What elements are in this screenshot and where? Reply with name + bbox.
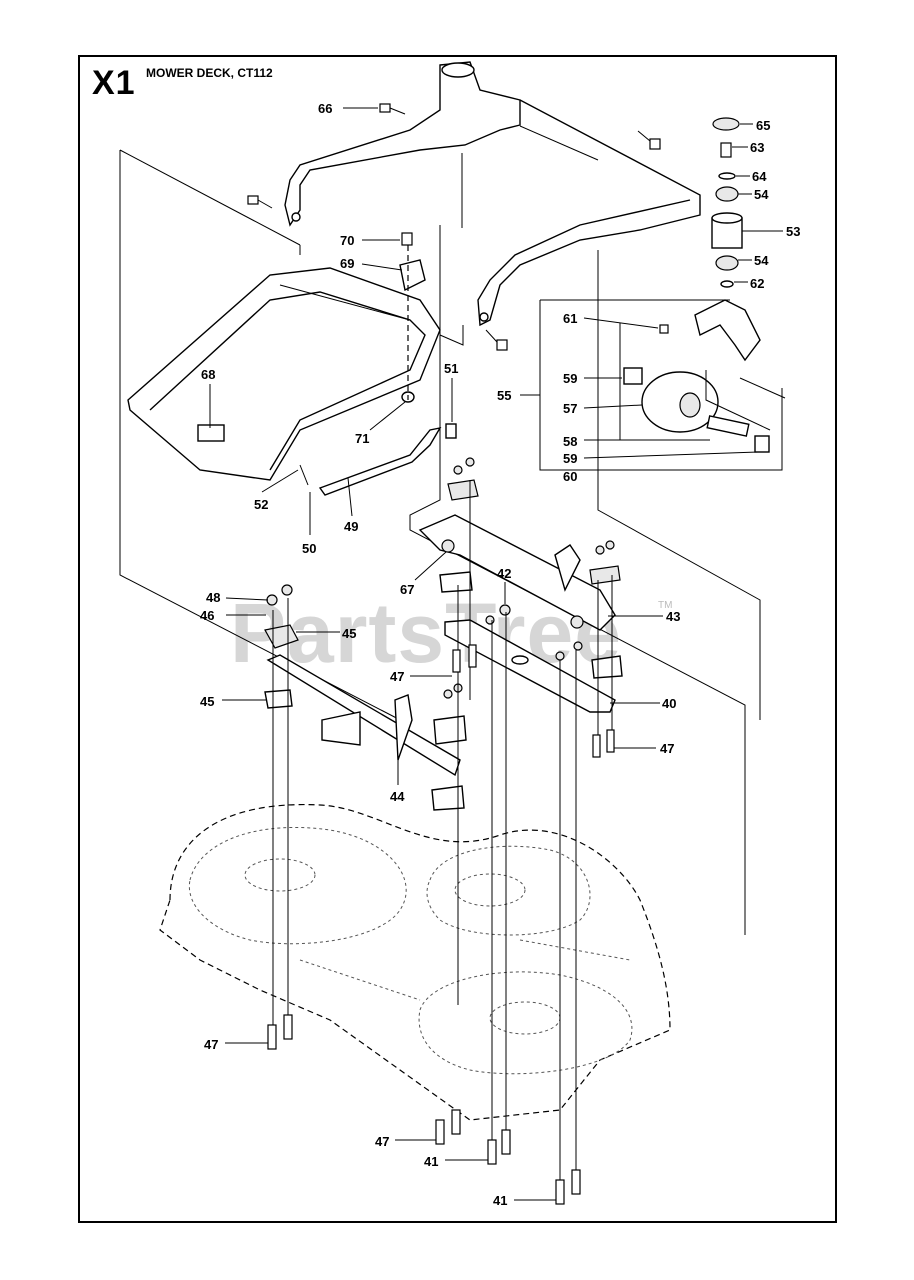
callout-63: 63	[750, 140, 764, 155]
callout-52: 52	[254, 497, 268, 512]
callout-47c: 47	[204, 1037, 218, 1052]
bolts-66	[247, 103, 661, 351]
part-callouts: 66 65 63 64 54 53 54 62 70 69 61 55 59	[200, 101, 800, 1208]
mower-deck-outline	[159, 803, 671, 1121]
hanger-brackets-45	[264, 479, 623, 811]
callout-51: 51	[444, 361, 458, 376]
callout-57: 57	[563, 401, 577, 416]
callout-54a: 54	[754, 187, 769, 202]
callout-47b: 47	[660, 741, 674, 756]
callout-54b: 54	[754, 253, 769, 268]
callout-45b: 45	[200, 694, 214, 709]
callout-69: 69	[340, 256, 354, 271]
lift-rod-assembly	[299, 423, 457, 496]
callout-60: 60	[563, 469, 577, 484]
callout-47d: 47	[375, 1134, 389, 1149]
callout-41a: 41	[424, 1154, 438, 1169]
nuts	[266, 457, 615, 699]
caster-wheel-assembly	[623, 117, 786, 453]
callout-45a: 45	[342, 626, 356, 641]
callout-46: 46	[200, 608, 214, 623]
callout-55: 55	[497, 388, 511, 403]
callout-67: 67	[400, 582, 414, 597]
callout-66: 66	[318, 101, 332, 116]
watermark-trademark: TM	[658, 600, 673, 611]
callout-48: 48	[206, 590, 220, 605]
callout-41b: 41	[493, 1193, 507, 1208]
callout-65: 65	[756, 118, 770, 133]
lift-bracket-69-70	[399, 232, 426, 400]
front-lift-frame	[127, 267, 441, 481]
callout-59a: 59	[563, 371, 577, 386]
lift-link-axle	[418, 514, 616, 631]
section-code: X1	[92, 64, 136, 102]
deck-bolts	[267, 644, 615, 1205]
callout-49: 49	[344, 519, 358, 534]
callout-64: 64	[752, 169, 767, 184]
callout-53: 53	[786, 224, 800, 239]
callout-44: 44	[390, 789, 405, 804]
callout-71: 71	[355, 431, 369, 446]
callout-59b: 59	[563, 451, 577, 466]
callout-58: 58	[563, 434, 577, 449]
callout-42: 42	[497, 566, 511, 581]
rear-axle-44	[266, 654, 461, 777]
callout-61: 61	[563, 311, 577, 326]
section-title: MOWER DECK, CT112	[146, 66, 273, 80]
callout-70: 70	[340, 233, 354, 248]
callout-68: 68	[201, 367, 215, 382]
callout-40: 40	[662, 696, 676, 711]
alignment-lines	[272, 480, 613, 1180]
diagram-frame	[78, 55, 837, 1223]
front-axle-bracket	[284, 61, 701, 327]
callout-47a: 47	[390, 669, 404, 684]
callout-43: 43	[666, 609, 680, 624]
callout-62: 62	[750, 276, 764, 291]
callout-50: 50	[302, 541, 316, 556]
